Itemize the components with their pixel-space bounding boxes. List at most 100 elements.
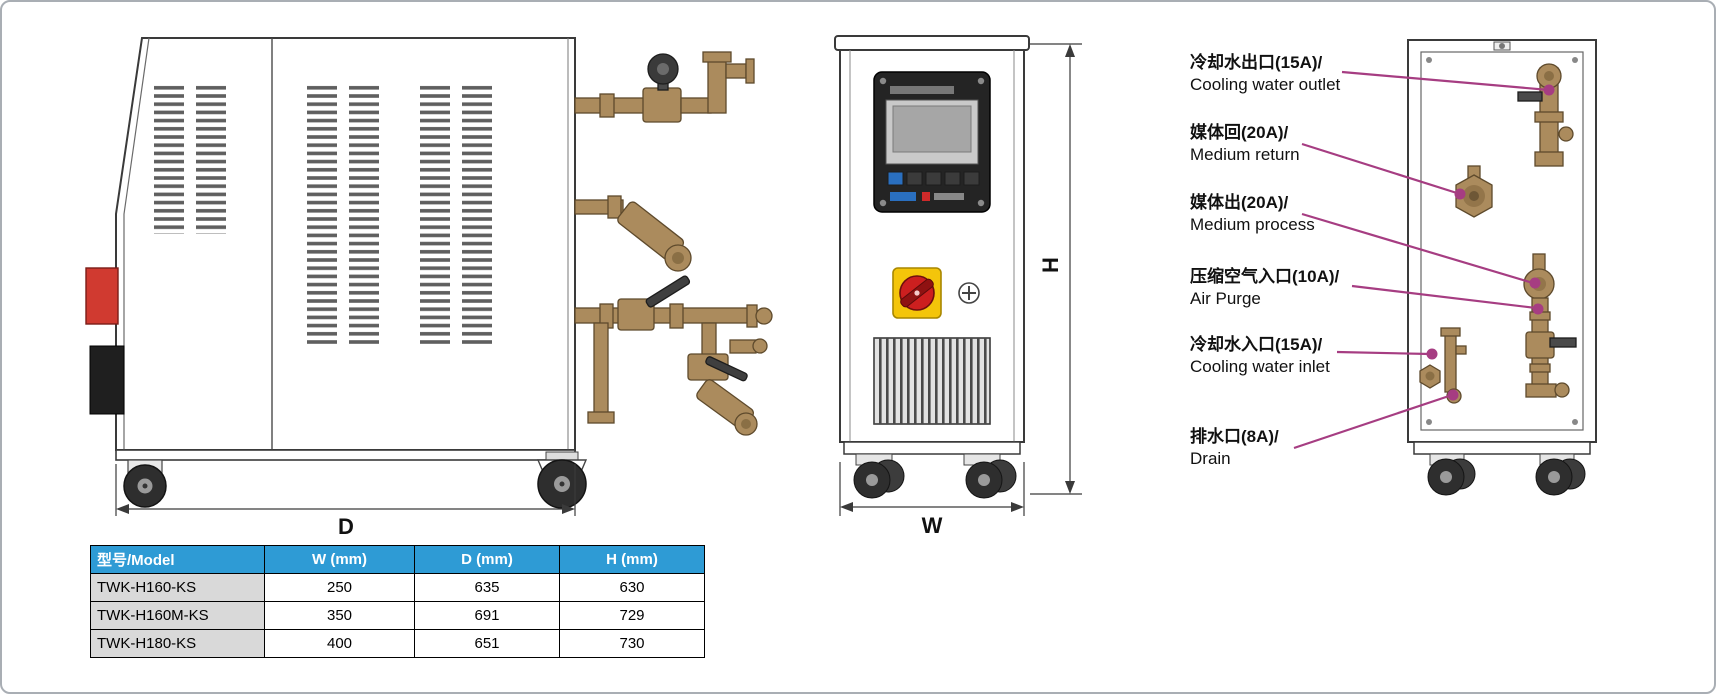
annotation-drain: 排水口(8A)/ Drain	[1190, 426, 1279, 470]
annotation-zh: 媒体回(20A)/	[1190, 123, 1289, 142]
annotation-en: Cooling water inlet	[1190, 357, 1330, 376]
cooling-water-inlet-port	[1525, 297, 1577, 398]
panel-screw-icon	[1499, 43, 1505, 49]
annotation-zh: 媒体出(20A)/	[1190, 193, 1289, 212]
annotation-en: Drain	[1190, 449, 1231, 468]
panel-screw-icon	[977, 199, 985, 207]
cell-h: 730	[559, 629, 705, 658]
cell-w: 250	[264, 573, 415, 602]
front-view: W H	[834, 35, 1082, 538]
spec-table: 型号/Model W (mm) D (mm) H (mm) TWK-H160-K…	[90, 545, 705, 658]
cell-model: TWK-H160M-KS	[90, 601, 265, 630]
panel-screw-icon	[1572, 419, 1578, 425]
port-dot-medium-process	[1529, 277, 1541, 289]
panel-screw-icon	[879, 77, 887, 85]
front-grille	[873, 337, 991, 425]
cell-model: TWK-H180-KS	[90, 629, 265, 658]
annotation-zh: 冷却水入口(15A)/	[1190, 335, 1323, 354]
panel-buttons[interactable]	[887, 171, 980, 186]
panel-button	[906, 171, 923, 186]
cell-d: 691	[414, 601, 560, 630]
side-caster-right	[536, 451, 588, 509]
valve-lever-icon	[1517, 91, 1543, 102]
table-header-row: 型号/Model W (mm) D (mm) H (mm)	[90, 545, 705, 574]
annotation-medium-process: 媒体出(20A)/ Medium process	[1190, 192, 1315, 236]
cell-d: 635	[414, 573, 560, 602]
cell-w: 350	[264, 601, 415, 630]
port-dot-cooling-inlet	[1426, 348, 1438, 360]
annotation-en: Cooling water outlet	[1190, 75, 1341, 94]
col-header-d: D (mm)	[414, 545, 560, 574]
side-view: D	[85, 37, 773, 539]
front-base-rail	[843, 441, 1021, 455]
medium-return-port	[1455, 165, 1493, 218]
dimension-d	[115, 464, 576, 516]
dimension-label-d: D	[338, 514, 354, 539]
annotation-cooling-water-outlet: 冷却水出口(15A)/ Cooling water outlet	[1190, 52, 1340, 96]
cell-h: 630	[559, 573, 705, 602]
col-header-h: H (mm)	[559, 545, 705, 574]
logo-red-mark	[922, 192, 930, 201]
port-dot-drain	[1447, 389, 1459, 401]
annotation-cooling-water-inlet: 冷却水入口(15A)/ Cooling water inlet	[1190, 334, 1330, 378]
side-black-box	[89, 345, 125, 415]
dimension-h	[1030, 43, 1082, 495]
annotation-air-purge: 压缩空气入口(10A)/ Air Purge	[1190, 266, 1339, 310]
table-row: TWK-H180-KS 400 651 730	[90, 629, 705, 658]
table-row: TWK-H160-KS 250 635 630	[90, 573, 705, 602]
cell-w: 400	[264, 629, 415, 658]
port-dot-cooling-outlet	[1543, 84, 1555, 96]
annotation-medium-return: 媒体回(20A)/ Medium return	[1190, 122, 1300, 166]
annotation-en: Medium process	[1190, 215, 1315, 234]
control-panel	[873, 71, 991, 213]
annotation-zh: 冷却水出口(15A)/	[1190, 53, 1323, 72]
phillips-screw-icon	[958, 282, 980, 304]
annotation-zh: 压缩空气入口(10A)/	[1190, 267, 1340, 286]
panel-button	[963, 171, 980, 186]
back-base-rail	[1413, 441, 1591, 455]
panel-screw-icon	[1572, 57, 1578, 63]
cell-d: 651	[414, 629, 560, 658]
logo-blue-bar	[890, 192, 916, 201]
front-caster-left	[853, 453, 905, 499]
dimension-label-h: H	[1038, 257, 1063, 273]
side-caster-left	[123, 459, 167, 508]
valve-lever-icon	[1549, 337, 1577, 348]
dimension-w	[839, 462, 1025, 516]
valve-lever-icon	[645, 275, 691, 308]
annotation-connector-lines	[1293, 70, 1550, 450]
port-dot-air-purge	[1532, 303, 1544, 315]
side-vent-slots	[154, 84, 492, 346]
panel-screw-icon	[1426, 57, 1432, 63]
main-power-switch[interactable]	[892, 267, 942, 319]
logo-text-strip	[934, 193, 964, 200]
annotation-en: Air Purge	[1190, 289, 1261, 308]
dimension-label-w: W	[922, 513, 943, 538]
panel-button	[944, 171, 961, 186]
side-piping	[574, 51, 773, 436]
table-row: TWK-H160M-KS 350 691 729	[90, 601, 705, 630]
front-caster-right	[963, 453, 1017, 499]
cell-model: TWK-H160-KS	[90, 573, 265, 602]
back-caster-right	[1535, 453, 1586, 496]
side-body-outline	[115, 37, 576, 451]
side-base-rail	[115, 449, 576, 461]
panel-screw-icon	[879, 199, 887, 207]
valve-lever-icon	[705, 356, 748, 382]
port-dot-medium-return	[1454, 188, 1466, 200]
cell-h: 729	[559, 601, 705, 630]
side-red-box	[85, 267, 119, 325]
annotation-zh: 排水口(8A)/	[1190, 427, 1279, 446]
annotation-en: Medium return	[1190, 145, 1300, 164]
front-top-lid	[834, 35, 1030, 51]
back-caster-left	[1427, 453, 1476, 496]
panel-screw-icon	[977, 77, 985, 85]
annotation-connector-dots	[1426, 84, 1555, 401]
panel-screw-icon	[1426, 419, 1432, 425]
panel-button-blue	[887, 171, 904, 186]
panel-button	[925, 171, 942, 186]
col-header-model: 型号/Model	[90, 545, 265, 574]
col-header-w: W (mm)	[264, 545, 415, 574]
